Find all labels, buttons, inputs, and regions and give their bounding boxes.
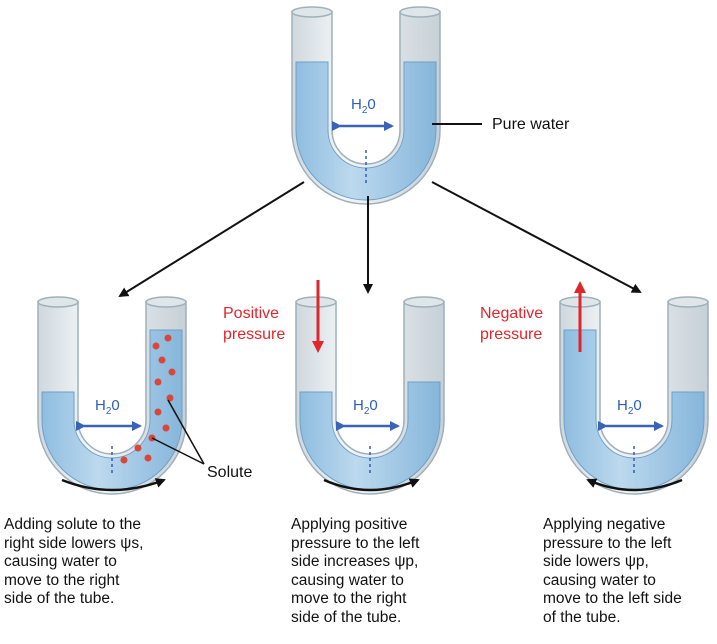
middle-h2o-label: H20 bbox=[353, 397, 378, 417]
arrow-to-right bbox=[431, 181, 642, 293]
right-u-tube bbox=[559, 281, 709, 495]
middle-u-tube bbox=[295, 280, 445, 495]
top-h2o-label: H20 bbox=[351, 96, 376, 116]
solute-particles bbox=[120, 334, 176, 464]
left-h2o-label: H20 bbox=[95, 397, 120, 417]
arrow-to-left bbox=[118, 181, 305, 298]
pure-water-label: Pure water bbox=[492, 116, 570, 133]
solute-label: Solute bbox=[207, 464, 253, 481]
right-h2o-label: H20 bbox=[617, 397, 642, 417]
left-caption: Adding solute to the right side lowers ψ… bbox=[4, 516, 144, 607]
middle-caption: Applying positive pressure to the left s… bbox=[291, 516, 420, 626]
negative-pressure-label: Negative pressure bbox=[480, 305, 544, 343]
left-u-tube bbox=[37, 296, 205, 495]
right-caption: Applying negative pressure to the left s… bbox=[543, 516, 682, 626]
top-u-tube bbox=[291, 6, 482, 205]
positive-pressure-label: Positive pressure bbox=[223, 305, 286, 343]
